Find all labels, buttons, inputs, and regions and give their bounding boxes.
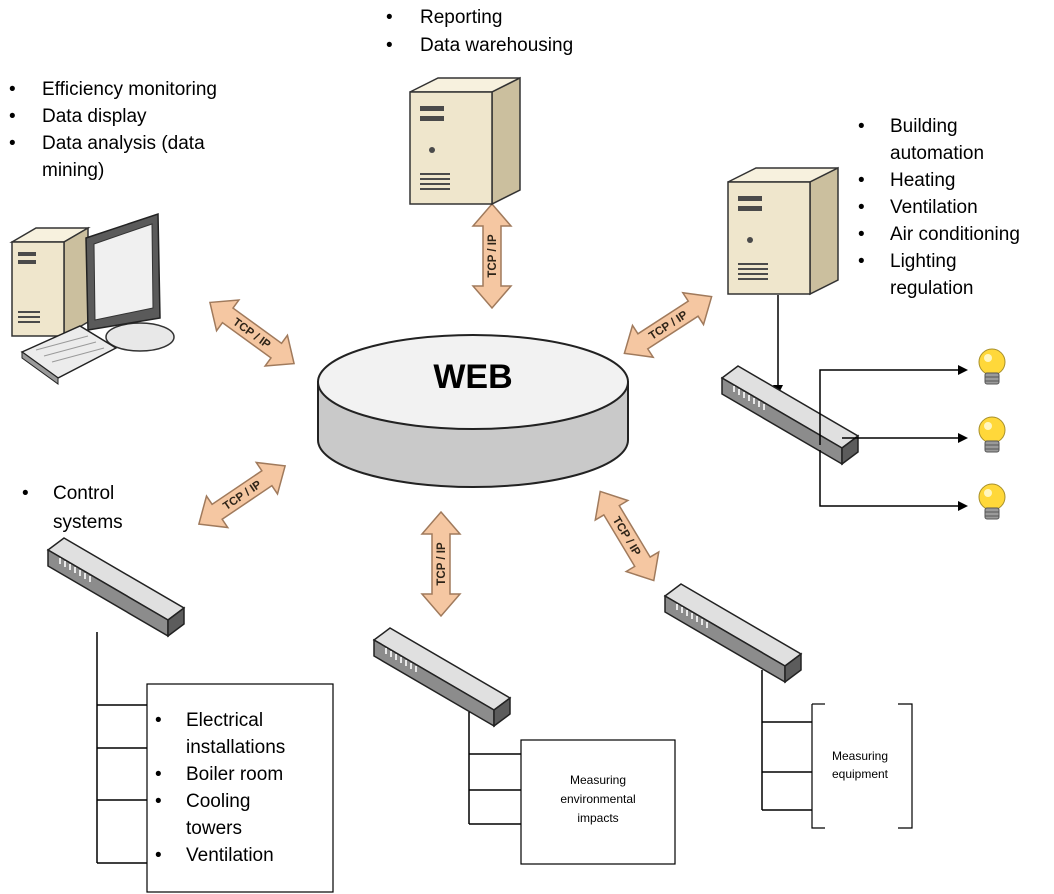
- lighting-switch-icon: [721, 365, 859, 465]
- environmental-box: [520, 739, 676, 865]
- control-systems-label: • Control systems: [22, 483, 123, 533]
- web-label: WEB: [433, 358, 512, 396]
- box-line: Measuring: [832, 749, 888, 763]
- lightbulb-icon: [978, 483, 1006, 520]
- tcp-label: TCP / IP: [436, 542, 448, 586]
- automation-list: • Building automation • Heating • Ventil…: [858, 116, 1020, 299]
- list-item: Electrical: [186, 710, 263, 731]
- lightbulb-icon: [978, 348, 1006, 385]
- list-item: Ventilation: [186, 845, 274, 866]
- automation-server-icon: [727, 167, 839, 295]
- tcp-arrow-right-bottom: TCP / IP: [583, 480, 671, 592]
- list-item: Control: [53, 483, 114, 504]
- tcp-arrow-right-top: TCP / IP: [613, 279, 723, 371]
- list-item: systems: [53, 512, 123, 533]
- box-line: environmental: [560, 792, 635, 806]
- control-switch-icon: [47, 537, 185, 637]
- tcp-arrow-top: TCP / IP: [472, 203, 512, 309]
- box-line: impacts: [577, 811, 618, 825]
- list-item: Cooling: [186, 791, 250, 812]
- list-item: installations: [186, 737, 285, 758]
- equipment-bracket: [811, 703, 913, 829]
- tcp-arrow-left-top: TCP / IP: [198, 286, 306, 380]
- list-item: Reporting: [420, 7, 502, 28]
- list-item: mining): [42, 160, 104, 181]
- workstation-icon: [9, 212, 175, 385]
- list-item: Lighting: [890, 251, 957, 272]
- svg-text:•: •: [858, 224, 865, 245]
- list-item: Heating: [890, 170, 956, 191]
- reporting-list: • Reporting • Data warehousing: [386, 7, 573, 56]
- list-item: Data analysis (data: [42, 133, 205, 154]
- svg-text:•: •: [22, 483, 29, 504]
- svg-text:•: •: [9, 106, 16, 127]
- svg-text:•: •: [858, 116, 865, 137]
- svg-text:•: •: [9, 79, 16, 100]
- svg-text:•: •: [155, 791, 162, 812]
- svg-text:•: •: [858, 251, 865, 272]
- list-item: Data display: [42, 106, 147, 127]
- list-item: Data warehousing: [420, 35, 573, 56]
- svg-text:•: •: [386, 35, 393, 56]
- equipment-box-text: Measuring equipment: [832, 749, 889, 781]
- tcp-arrow-left-bottom: TCP / IP: [187, 449, 297, 541]
- list-item: Ventilation: [890, 197, 978, 218]
- equipment-connectors: [761, 670, 812, 811]
- svg-text:•: •: [858, 197, 865, 218]
- box-line: equipment: [832, 767, 889, 781]
- reporting-server-icon: [409, 77, 521, 205]
- list-item: Boiler room: [186, 764, 283, 785]
- bulb-arrowheads: [958, 365, 968, 511]
- list-item: Building: [890, 116, 958, 137]
- svg-text:•: •: [858, 170, 865, 191]
- environmental-connectors: [468, 712, 521, 825]
- list-item: automation: [890, 143, 984, 164]
- environmental-switch-icon: [373, 627, 511, 727]
- web-cylinder: WEB: [317, 334, 629, 488]
- svg-text:•: •: [155, 764, 162, 785]
- svg-text:•: •: [155, 845, 162, 866]
- control-systems-box-list: • Electrical installations • Boiler room…: [155, 710, 285, 866]
- svg-text:•: •: [9, 133, 16, 154]
- lightbulb-icon: [978, 416, 1006, 453]
- box-line: Measuring: [570, 773, 626, 787]
- control-systems-box: [146, 683, 334, 893]
- list-item: Efficiency monitoring: [42, 79, 217, 100]
- workstation-list: • Efficiency monitoring • Data display •…: [9, 79, 217, 181]
- list-item: Air conditioning: [890, 224, 1020, 245]
- list-item: towers: [186, 818, 242, 839]
- list-item: regulation: [890, 278, 973, 299]
- control-connectors: [96, 632, 147, 864]
- tcp-label: TCP / IP: [487, 234, 499, 278]
- tcp-arrow-bottom: TCP / IP: [421, 511, 461, 617]
- bulb-connectors: [819, 369, 958, 507]
- svg-text:•: •: [155, 710, 162, 731]
- svg-text:•: •: [386, 7, 393, 28]
- equipment-switch-icon: [664, 583, 802, 683]
- environmental-box-text: Measuring environmental impacts: [560, 773, 635, 825]
